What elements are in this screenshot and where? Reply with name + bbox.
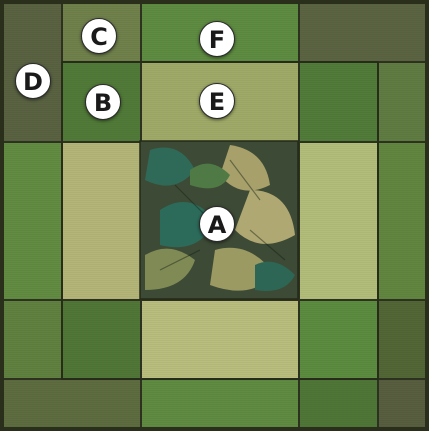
label-badge-c: C (81, 18, 117, 54)
label-badge-f: F (199, 21, 235, 57)
label-badge-a: A (199, 206, 235, 242)
label-badge-e: E (199, 83, 235, 119)
label-badge-d: D (15, 63, 51, 99)
label-badge-b: B (85, 84, 121, 120)
